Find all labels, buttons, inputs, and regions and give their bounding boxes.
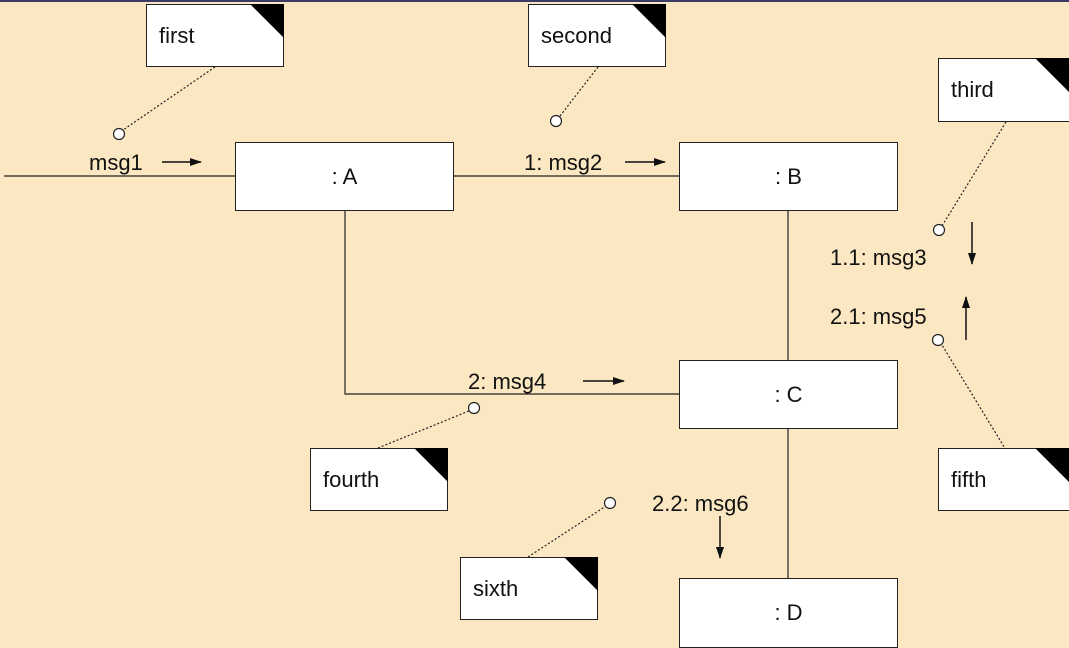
message-label-msg3: 1.1: msg3 bbox=[830, 245, 927, 270]
note-sixth-text: sixth bbox=[473, 575, 519, 601]
note-sixth-anchor-end bbox=[603, 496, 617, 510]
note-second-text: second bbox=[541, 22, 612, 48]
note-first-anchor-end bbox=[112, 127, 126, 141]
note-fourth-anchor bbox=[377, 410, 470, 449]
object-a[interactable]: : A bbox=[235, 142, 454, 211]
note-fold-icon bbox=[414, 448, 448, 482]
note-sixth[interactable]: sixth bbox=[460, 557, 598, 620]
top-border bbox=[0, 0, 1069, 2]
note-fifth-anchor bbox=[941, 344, 1007, 451]
note-third-text: third bbox=[951, 77, 994, 102]
note-fold-icon bbox=[632, 4, 666, 38]
object-d-label: : D bbox=[774, 600, 803, 625]
note-third[interactable]: third bbox=[938, 58, 1069, 122]
note-fourth[interactable]: fourth bbox=[310, 448, 448, 511]
object-d[interactable]: : D bbox=[679, 578, 898, 648]
object-b-label: : B bbox=[775, 163, 802, 189]
object-c[interactable]: : C bbox=[679, 360, 898, 429]
object-a-label: : A bbox=[331, 163, 358, 189]
message-label-msg5: 2.1: msg5 bbox=[830, 304, 927, 329]
note-fold-icon bbox=[564, 557, 598, 591]
message-label-msg1: msg1 bbox=[89, 150, 143, 175]
object-c-label: : C bbox=[774, 381, 803, 407]
note-fifth-anchor-end bbox=[931, 333, 945, 347]
message-label-msg2: 1: msg2 bbox=[524, 150, 603, 175]
message-label-msg6: 2.2: msg6 bbox=[652, 491, 749, 516]
note-first-anchor bbox=[122, 66, 216, 131]
note-third-anchor bbox=[941, 121, 1007, 227]
note-fourth-anchor-end bbox=[467, 401, 481, 415]
note-second-anchor bbox=[559, 66, 599, 117]
note-second-anchor-end bbox=[549, 114, 563, 128]
note-second[interactable]: second bbox=[528, 4, 666, 67]
note-fifth[interactable]: fifth bbox=[938, 448, 1069, 511]
note-first[interactable]: first bbox=[146, 4, 284, 67]
note-fourth-text: fourth bbox=[323, 466, 380, 492]
note-first-text: first bbox=[159, 22, 195, 48]
note-sixth-anchor bbox=[527, 505, 607, 558]
link-a-c bbox=[344, 210, 679, 395]
note-fold-icon bbox=[250, 4, 284, 38]
message-label-msg4: 2: msg4 bbox=[468, 369, 547, 394]
note-fifth-text: fifth bbox=[951, 466, 987, 492]
note-third-anchor-end bbox=[932, 223, 946, 237]
note-fold-icon bbox=[1035, 58, 1069, 92]
note-fold-icon bbox=[1035, 448, 1069, 482]
object-b[interactable]: : B bbox=[679, 142, 898, 211]
